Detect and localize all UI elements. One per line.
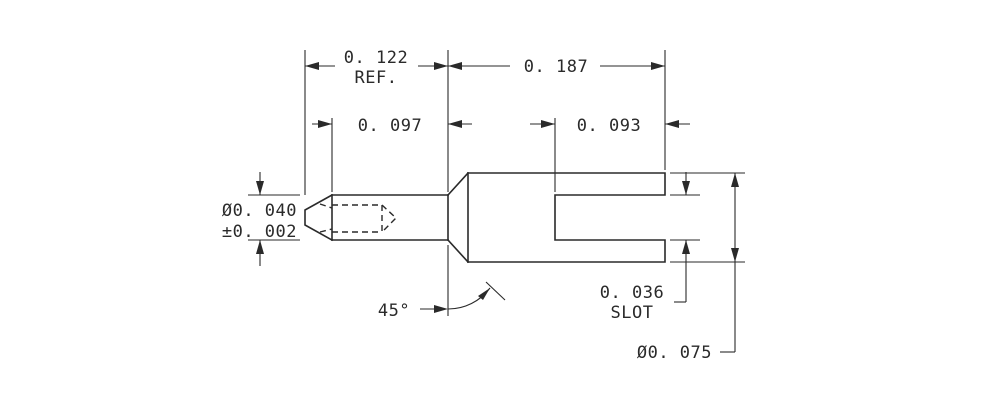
slot-depth-value: 0. 093 xyxy=(577,116,641,136)
body-length-value: 0. 187 xyxy=(524,57,588,77)
dimension-body-length xyxy=(448,62,665,70)
dimension-chamfer-angle xyxy=(420,281,506,313)
dimension-pin-diameter xyxy=(256,172,264,266)
hidden-hole xyxy=(319,203,398,233)
body-diameter-value: Ø0. 075 xyxy=(637,343,712,363)
slot-width-value: 0. 036 xyxy=(600,283,664,303)
chamfer-angle-value: 45° xyxy=(378,301,410,321)
dimension-body-diameter xyxy=(720,173,739,353)
slot-width-label: SLOT xyxy=(611,303,654,323)
dimension-slot-width xyxy=(674,172,690,303)
extension-lines xyxy=(248,50,745,316)
pin-length-value: 0. 097 xyxy=(358,116,422,136)
pin-tolerance-value: ±0. 002 xyxy=(222,222,297,242)
part-outline xyxy=(304,171,666,264)
dimension-ref-length xyxy=(305,62,448,70)
dimension-slot-depth xyxy=(530,120,690,128)
pin-diameter-value: Ø0. 040 xyxy=(222,201,297,221)
dimension-pin-length xyxy=(312,120,472,128)
ref-length-label: REF. xyxy=(355,68,398,88)
ref-length-value: 0. 122 xyxy=(344,48,408,68)
